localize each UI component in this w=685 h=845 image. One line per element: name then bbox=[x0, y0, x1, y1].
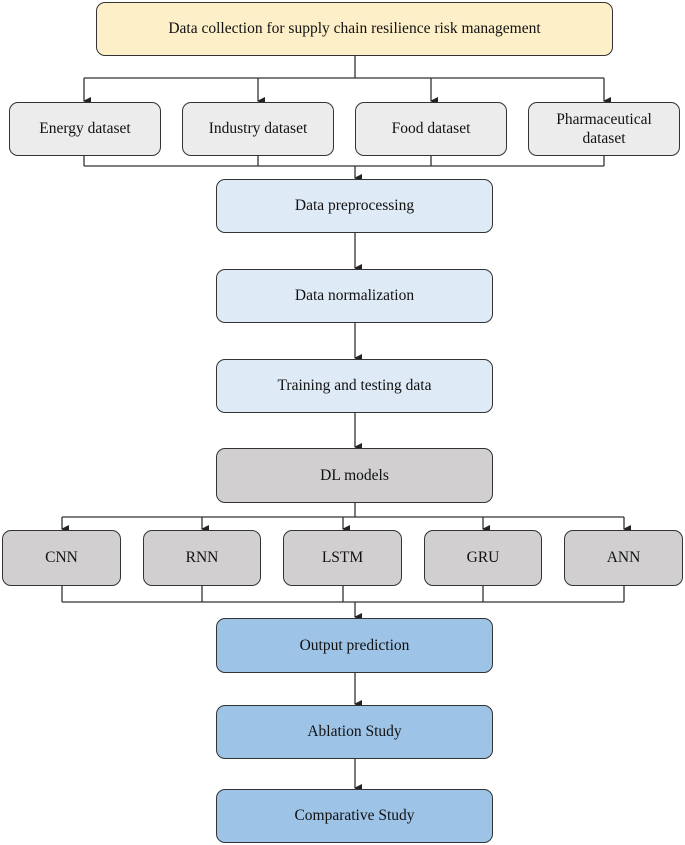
cnn-box: CNN bbox=[2, 530, 121, 586]
ann-box: ANN bbox=[564, 530, 683, 586]
ablation-study-box: Ablation Study bbox=[216, 705, 493, 759]
data-preprocessing-box: Data preprocessing bbox=[216, 179, 493, 233]
data-collection-box: Data collection for supply chain resilie… bbox=[96, 2, 613, 56]
dl-models-box: DL models bbox=[216, 448, 493, 503]
food-dataset-box: Food dataset bbox=[355, 102, 507, 156]
data-normalization-box: Data normalization bbox=[216, 269, 493, 323]
industry-dataset-box: Industry dataset bbox=[182, 102, 334, 156]
energy-dataset-box: Energy dataset bbox=[9, 102, 161, 156]
rnn-box: RNN bbox=[143, 530, 261, 586]
pharmaceutical-dataset-box: Pharmaceutical dataset bbox=[528, 102, 680, 156]
lstm-box: LSTM bbox=[283, 530, 402, 586]
output-prediction-box: Output prediction bbox=[216, 618, 493, 673]
training-testing-box: Training and testing data bbox=[216, 359, 493, 413]
comparative-study-box: Comparative Study bbox=[216, 789, 493, 843]
gru-box: GRU bbox=[424, 530, 542, 586]
